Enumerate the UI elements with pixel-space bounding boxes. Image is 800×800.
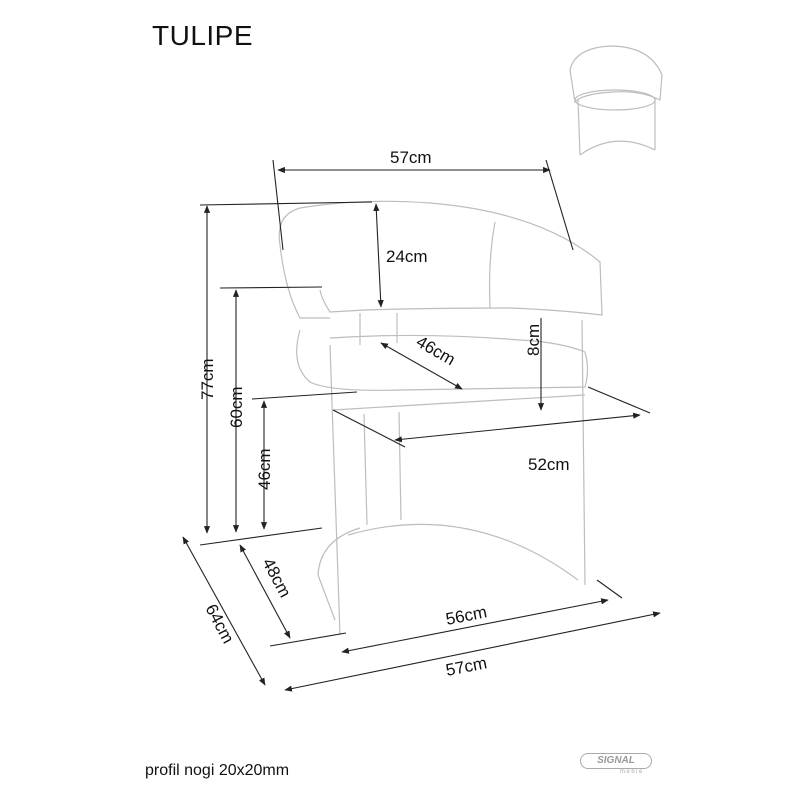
label-24: 24cm [386,247,428,266]
dim-57-bottom [284,611,661,692]
product-title: TULIPE [152,20,254,51]
label-60: 60cm [227,386,246,428]
dim-24 [373,203,384,308]
label-57-top: 57cm [390,148,432,167]
dim-46-depth [380,342,463,390]
label-46-depth: 46cm [413,332,459,369]
brand-logo-sub: meble [620,769,644,775]
dim-52 [394,412,641,443]
label-46-height: 46cm [255,448,274,490]
dim-64 [182,536,266,686]
label-8: 8cm [524,324,543,356]
chair-thumbnail [569,45,663,156]
chair-drawing [278,200,603,636]
dimension-lines [182,159,661,692]
label-52: 52cm [528,455,570,474]
brand-logo: SIGNAL [580,753,652,769]
leg-profile-note: profil nogi 20x20mm [145,762,290,779]
label-57-bottom: 57cm [444,653,488,680]
label-64: 64cm [201,601,237,647]
label-77: 77cm [198,358,217,400]
label-48: 48cm [258,555,294,601]
